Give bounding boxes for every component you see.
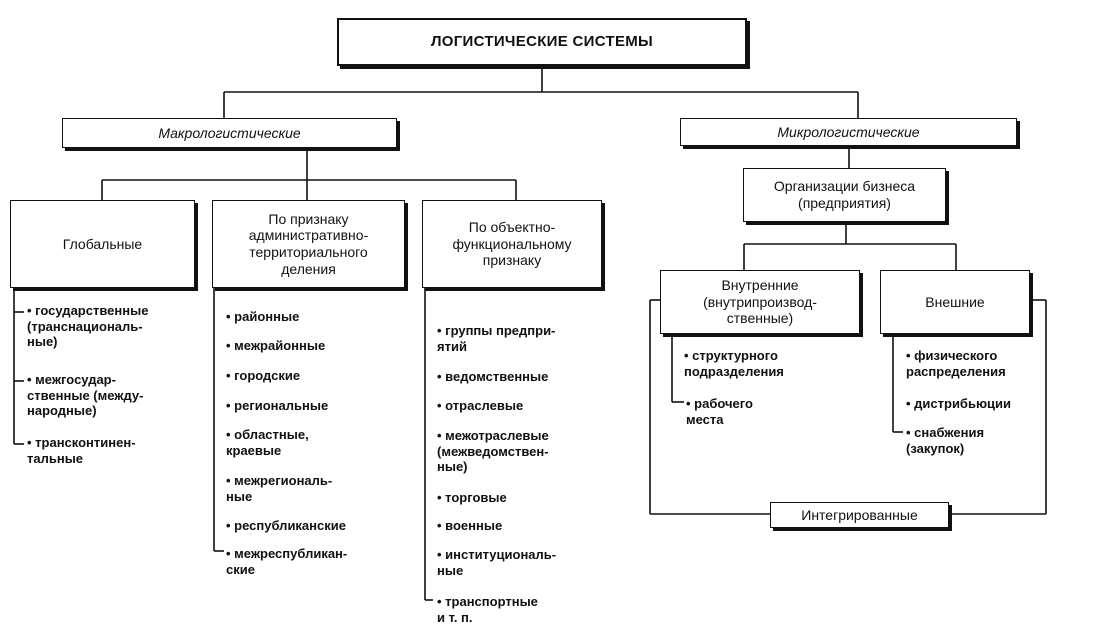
object-functional-label: По объектно- функциональному признаку	[452, 219, 572, 269]
external-label: Внешние	[925, 293, 985, 310]
global-box: Глобальные	[10, 200, 195, 288]
list-item: • транспортные и т. п.	[437, 594, 538, 625]
list-item: • ведомственные	[437, 369, 549, 384]
business-organizations-label: Организации бизнеса (предприятия)	[773, 178, 916, 211]
list-item: • межреспубликан- ские	[226, 546, 348, 577]
business-organizations-box: Организации бизнеса (предприятия)	[743, 168, 946, 222]
list-item: • региональные	[226, 398, 329, 413]
admin-territorial-label: По признаку административно- территориал…	[248, 210, 369, 277]
integrated-label: Интегрированные	[801, 506, 918, 523]
list-item: • дистрибьюции	[906, 396, 1012, 411]
macrologistic-label: Макрологистические	[158, 124, 301, 141]
list-item: • группы предпри- ятий	[437, 323, 556, 354]
diagram-title: ЛОГИСТИЧЕСКИЕ СИСТЕМЫ	[337, 18, 747, 66]
list-item: • снабжения (закупок)	[906, 425, 985, 456]
list-item: • межотраслевые (межведомствен- ные)	[437, 428, 549, 475]
list-item: • районные	[226, 309, 300, 324]
list-item: • рабочего места	[686, 396, 753, 427]
list-item: • торговые	[437, 490, 507, 505]
micrologistic-box: Микрологистические	[680, 118, 1017, 146]
list-item: • республиканские	[226, 518, 346, 533]
list-item: • структурного подразделения	[684, 348, 784, 379]
list-item: • отраслевые	[437, 398, 524, 413]
list-item: • межрегиональ- ные	[226, 473, 333, 504]
diagram-title-text: ЛОГИСТИЧЕСКИЕ СИСТЕМЫ	[430, 33, 654, 51]
list-item: • областные, краевые	[226, 427, 309, 458]
admin-territorial-box: По признаку административно- территориал…	[212, 200, 405, 288]
global-label: Глобальные	[62, 235, 143, 252]
list-item: • физического распределения	[906, 348, 1006, 379]
list-item: • институциональ- ные	[437, 547, 557, 578]
micrologistic-label: Микрологистические	[777, 123, 920, 140]
external-box: Внешние	[880, 270, 1030, 334]
list-item: • трансконтинен- тальные	[27, 435, 136, 466]
internal-label: Внутренние (внутрипроизвод- ственные)	[703, 277, 817, 327]
list-item: • межгосудар- ственные (между- народные)	[27, 372, 144, 419]
integrated-box: Интегрированные	[770, 502, 949, 528]
internal-box: Внутренние (внутрипроизвод- ственные)	[660, 270, 860, 334]
list-item: • городские	[226, 368, 301, 383]
list-item: • военные	[437, 518, 503, 533]
list-item: • межрайонные	[226, 338, 326, 353]
list-item: • государственные (транснациональ- ные)	[27, 303, 149, 350]
macrologistic-box: Макрологистические	[62, 118, 397, 148]
object-functional-box: По объектно- функциональному признаку	[422, 200, 602, 288]
